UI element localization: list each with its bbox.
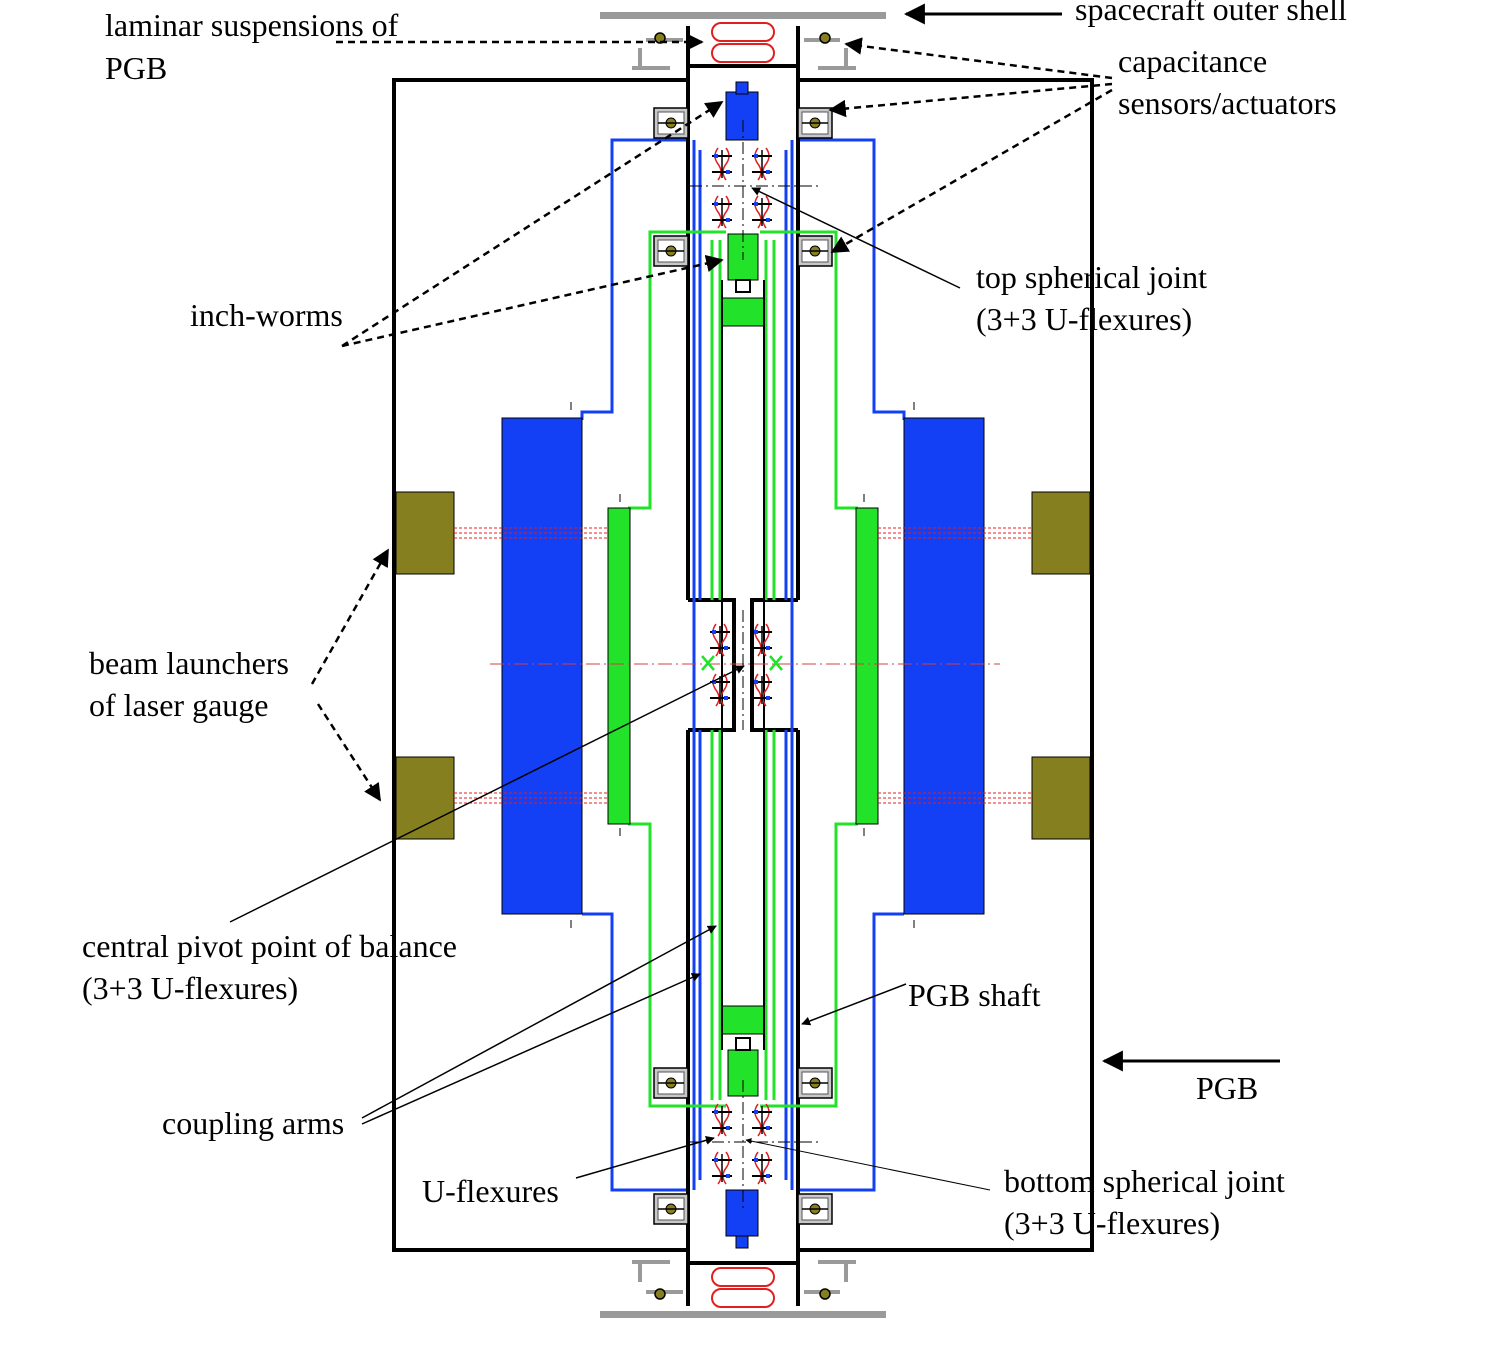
label-central-pivot-line1: central pivot point of balance bbox=[82, 928, 457, 964]
label-capacitance-line2: sensors/actuators bbox=[1118, 85, 1337, 121]
blue-outer-body bbox=[580, 138, 906, 1192]
label-inch-worms: inch-worms bbox=[190, 297, 343, 333]
outer-shell bbox=[600, 12, 886, 1318]
label-laminar-suspensions-line1: laminar suspensions of bbox=[105, 7, 399, 43]
central-pivot-flexures bbox=[701, 623, 783, 707]
laminar-suspension-bottom bbox=[711, 1267, 775, 1308]
blue-test-masses bbox=[501, 81, 985, 1249]
laminar-suspension-top bbox=[711, 22, 775, 63]
label-coupling-arms: coupling arms bbox=[162, 1105, 344, 1141]
label-pgb-shaft: PGB shaft bbox=[908, 977, 1041, 1013]
shell-sensors bbox=[632, 32, 856, 1300]
label-spacecraft-outer-shell: spacecraft outer shell bbox=[1075, 0, 1347, 27]
green-arm-outline bbox=[628, 230, 858, 1108]
label-top-joint-line2: (3+3 U-flexures) bbox=[976, 301, 1192, 337]
beam-launchers bbox=[395, 491, 1091, 840]
label-laminar-suspensions-line2: PGB bbox=[105, 50, 167, 86]
shaft-connectors bbox=[721, 279, 765, 1051]
label-bottom-joint-line1: bottom spherical joint bbox=[1004, 1163, 1285, 1199]
labels: laminar suspensions of PGB spacecraft ou… bbox=[82, 0, 1347, 1241]
label-capacitance-line1: capacitance bbox=[1118, 43, 1267, 79]
bottom-joint-flexures bbox=[711, 1103, 773, 1185]
label-beam-launchers-line2: of laser gauge bbox=[89, 687, 268, 723]
label-top-joint-line1: top spherical joint bbox=[976, 259, 1207, 295]
label-pgb: PGB bbox=[1196, 1070, 1258, 1106]
label-u-flexures: U-flexures bbox=[422, 1173, 559, 1209]
tick-marks bbox=[570, 402, 915, 928]
label-beam-launchers-line1: beam launchers bbox=[89, 645, 289, 681]
top-joint-flexures bbox=[711, 147, 773, 229]
label-bottom-joint-line2: (3+3 U-flexures) bbox=[1004, 1205, 1220, 1241]
leader-lines bbox=[229, 3, 1280, 1191]
label-central-pivot-line2: (3+3 U-flexures) bbox=[82, 970, 298, 1006]
laser-beams bbox=[454, 527, 1032, 804]
